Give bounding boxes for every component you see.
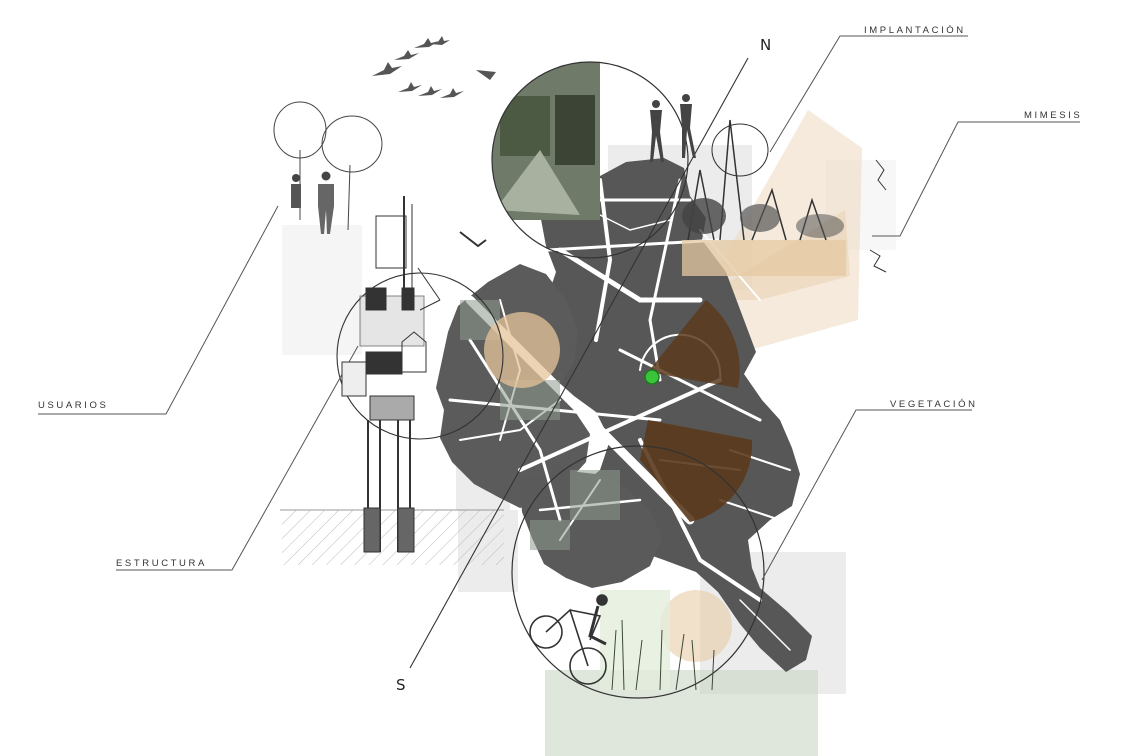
label-vegetacion: VEGETACIÓN [890, 399, 978, 410]
label-estructura: ESTRUCTURA [116, 558, 207, 569]
label-usuarios: USUARIOS [38, 400, 108, 411]
planter-vegetation-sketch [682, 119, 887, 276]
birds-illustration [372, 36, 496, 98]
green-texture-panel [545, 670, 818, 756]
brown-fan-lower [640, 420, 753, 522]
cyclist-sketch [529, 594, 608, 685]
pedestrians-trees-sketch [273, 101, 383, 234]
label-implantacion: IMPLANTACIÓN [864, 25, 966, 36]
dense-blocks [460, 300, 620, 550]
north-label: N [760, 36, 771, 54]
north-south-axis [409, 57, 749, 669]
hikers-sketch [650, 94, 696, 162]
focus-point [644, 369, 660, 385]
hatched-ground [282, 510, 504, 565]
label-mimesis: MIMESIS [1024, 110, 1082, 121]
brown-fan-upper [648, 300, 740, 388]
map-northeast-lobe [540, 158, 812, 672]
bottom-viewpoint-circle [511, 445, 765, 699]
south-label: S [396, 676, 406, 694]
grass-sketch [611, 619, 715, 691]
label-leader-lines [38, 35, 1080, 581]
structure-viewpoint-circle [336, 272, 504, 440]
top-viewpoint-circle [491, 61, 689, 259]
tan-highlight-west [484, 312, 560, 388]
tan-highlight-south [660, 590, 732, 662]
tower-structure-drawing [341, 196, 487, 553]
